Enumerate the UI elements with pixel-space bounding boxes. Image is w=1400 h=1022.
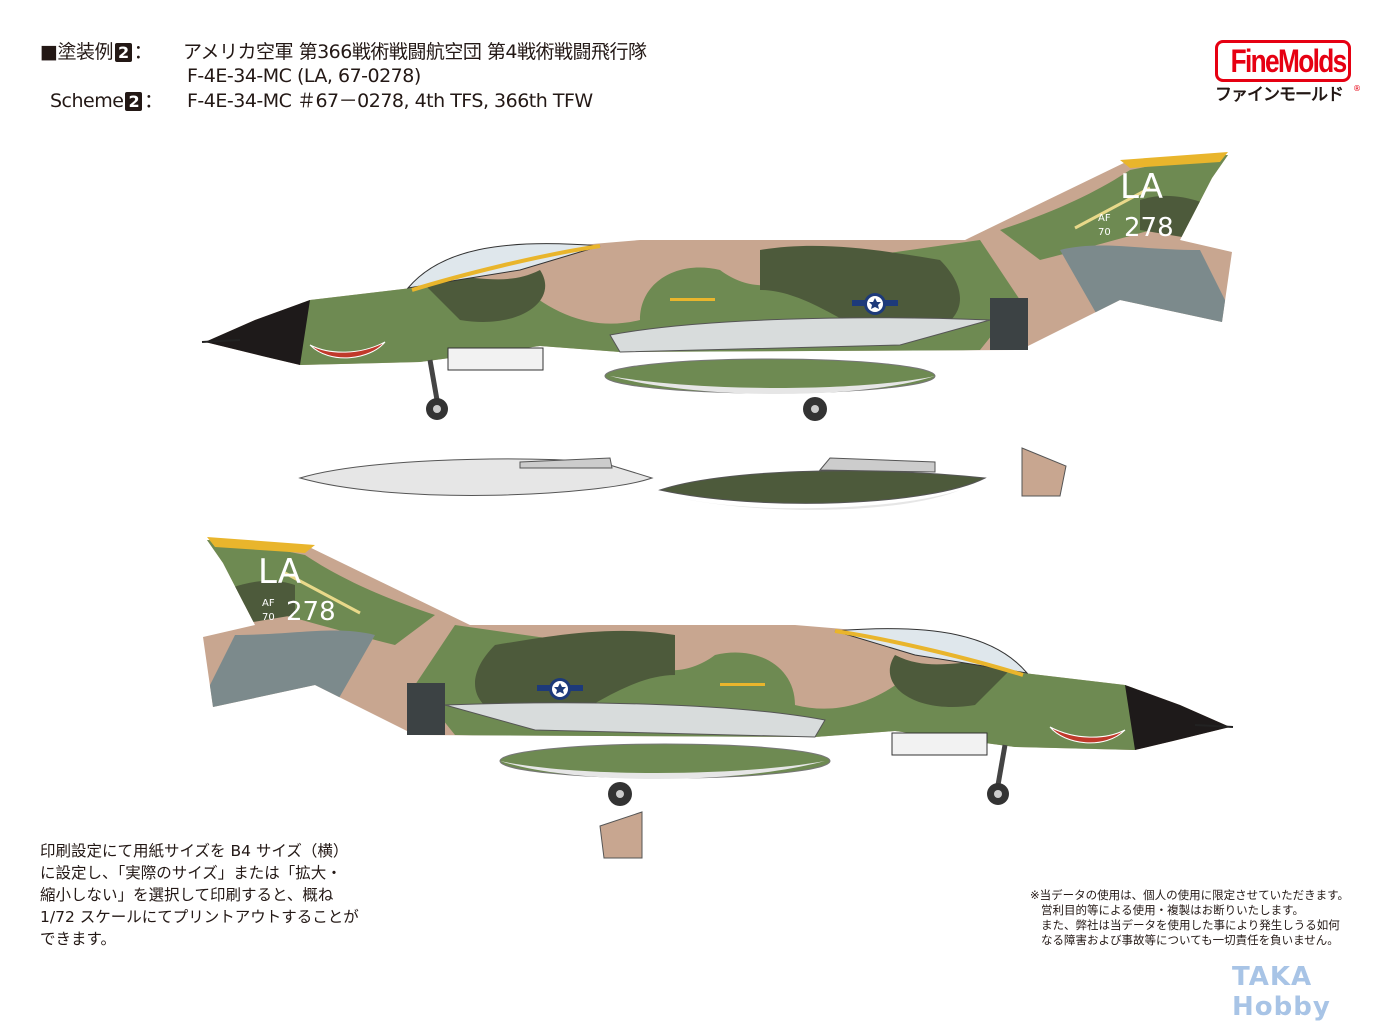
disclaimer-line: なる障害および事故等についても一切責任を負いません。	[1041, 933, 1339, 947]
colon: ：	[133, 41, 153, 63]
tail-serial-2: 278	[286, 597, 336, 627]
disclaimer-line: また、弊社は当データを使用した事により発生しうる如何	[1041, 918, 1340, 932]
print-note-line: 縮小しない」を選択して印刷すると、概ね	[40, 886, 334, 904]
disclaimer-line: 営利目的等による使用・複製はお断りいたします。	[1041, 903, 1305, 917]
scheme-label: ■塗装例	[40, 41, 113, 63]
disclaimer-line: ※当データの使用は、個人の使用に限定させていただきます。	[1030, 888, 1349, 902]
serial-prefix-bottom: 70	[1098, 227, 1111, 238]
centerline-tank-detail	[298, 457, 654, 496]
logo-katakana: ファインモールド	[1215, 85, 1344, 105]
aircraft-designation: F-4E-34-MC (LA, 67-0278)	[187, 65, 421, 87]
unit-description: アメリカ空軍 第366戦術戦闘航空団 第4戦術戦闘飛行隊	[183, 41, 647, 63]
print-note-line: に設定し、「実際のサイズ」または「拡大・	[40, 864, 342, 882]
scheme-number-badge-en: 2	[125, 92, 143, 111]
intake-part-detail	[599, 447, 1067, 859]
tail-serial: 278	[1124, 213, 1174, 243]
print-note-line: 1/72 スケールにてプリントアウトすることが	[40, 908, 359, 926]
aircraft-right-side-profile: LA AF 70 278	[195, 535, 1235, 806]
serial-prefix-top: AF	[1098, 213, 1111, 224]
print-note-line: 印刷設定にて用紙サイズを B4 サイズ（横）	[40, 842, 349, 860]
tail-code-bottom: LA	[258, 552, 301, 592]
finemolds-logo: FineMolds	[1215, 40, 1351, 82]
aircraft-profiles: LA AF 70 278 LA AF 70 278	[0, 0, 1400, 859]
registered-mark: ®	[1353, 84, 1361, 93]
scheme-label-en: Scheme	[50, 90, 124, 112]
scheme-number-badge: 2	[114, 43, 132, 62]
logo-text: FineMolds	[1230, 43, 1348, 79]
wing-tank-detail	[658, 457, 987, 510]
serial-prefix-top-2: AF	[262, 598, 275, 609]
serial-prefix-bottom-2: 70	[262, 612, 275, 623]
colon: ：	[144, 90, 163, 112]
watermark: TAKA Hobby	[1232, 962, 1331, 1022]
tail-code-top: LA	[1120, 167, 1163, 207]
aircraft-left-side-profile: LA AF 70 278	[200, 150, 1240, 421]
print-note-line: できます。	[40, 930, 116, 948]
aircraft-description-en: F-4E-34-MC ＃67－0278, 4th TFS, 366th TFW	[187, 90, 593, 112]
